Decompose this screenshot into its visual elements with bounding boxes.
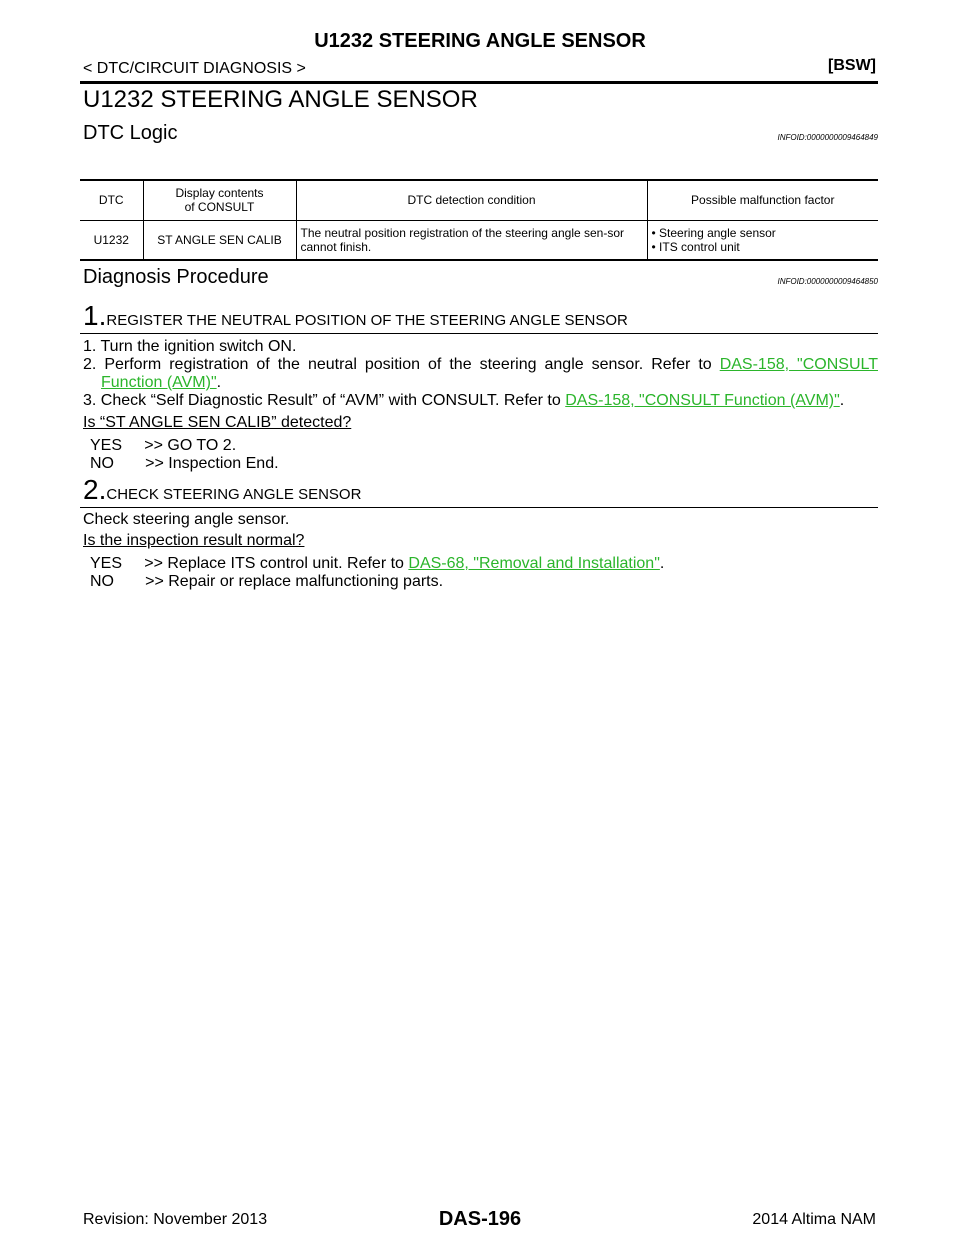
step-1-item-3: 3. Check “Self Diagnostic Result” of “AV… (83, 392, 845, 409)
dtc-table-header-row: DTC Display contents of CONSULT DTC dete… (80, 180, 878, 220)
step-1-item-1: 1. Turn the ignition switch ON. (83, 338, 297, 355)
col-header-factor: Possible malfunction factor (646, 180, 878, 220)
cell-factors: Steering angle sensor ITS control unit (646, 220, 878, 260)
section-title: U1232 STEERING ANGLE SENSOR (83, 86, 478, 113)
link-das-158-consult[interactable]: DAS-158, "CONSULT (719, 356, 878, 373)
step-1-number: 1. (83, 300, 107, 331)
step-1-rule (80, 333, 878, 334)
dtc-logic-heading: DTC Logic (83, 122, 178, 144)
page-number: DAS-196 (438, 1208, 522, 1230)
cell-dtc: U1232 (93, 232, 129, 247)
factor-list: Steering angle sensor ITS control unit (652, 226, 875, 254)
step-1-item-2-text: 2. Perform registration of the neutral p… (83, 356, 712, 373)
cell-display: ST ANGLE SEN CALIB (142, 220, 296, 260)
step-1-item-3-text: 3. Check “Self Diagnostic Result” of “AV… (83, 392, 561, 409)
step-1-heading: 1.REGISTER THE NEUTRAL POSITION OF THE S… (83, 300, 628, 332)
cell-condition: The neutral position registration of the… (295, 220, 647, 260)
step-2-number: 2. (83, 474, 107, 505)
step-1-item-2-cont: Function (AVM)". (101, 374, 222, 391)
step-2-text: Check steering angle sensor. (83, 511, 290, 528)
link-function-avm[interactable]: Function (AVM)" (101, 374, 217, 391)
table-row: U1232 ST ANGLE SEN CALIB The neutral pos… (80, 220, 878, 260)
step-1-title: REGISTER THE NEUTRAL POSITION OF THE STE… (106, 312, 628, 329)
breadcrumb: < DTC/CIRCUIT DIAGNOSIS > (83, 60, 306, 77)
step-1-item-2: 2. Perform registration of the neutral p… (83, 356, 878, 374)
link-das-68-removal[interactable]: DAS-68, "Removal and Installation" (408, 555, 660, 572)
step-1-answer-no: NO >> Inspection End. (90, 455, 279, 472)
dtc-logic-infoid: INFOID:0000000009464849 (777, 133, 878, 142)
diagnosis-heading: Diagnosis Procedure (83, 266, 269, 288)
col-header-dtc: DTC (98, 193, 124, 208)
step-2-answer-yes: YES >> Replace ITS control unit. Refer t… (90, 555, 665, 572)
step-2-heading: 2.CHECK STEERING ANGLE SENSOR (83, 474, 361, 506)
step-2-question: Is the inspection result normal? (83, 532, 305, 549)
model-code-tag: [BSW] (828, 57, 876, 74)
step-2-rule (80, 507, 878, 508)
header-rule (80, 81, 878, 84)
list-item: ITS control unit (652, 240, 875, 254)
page-header-title: U1232 STEERING ANGLE SENSOR (314, 30, 646, 52)
step-2-answer-yes-text: YES >> Replace ITS control unit. Refer t… (90, 555, 404, 572)
footer-model: 2014 Altima NAM (752, 1211, 876, 1228)
col-header-condition: DTC detection condition (295, 180, 647, 220)
col-header-display: Display contents of CONSULT (142, 180, 296, 220)
link-das-158-consult-avm[interactable]: DAS-158, "CONSULT Function (AVM)" (565, 392, 840, 409)
step-1-question: Is “ST ANGLE SEN CALIB” detected? (83, 414, 352, 431)
footer-revision: Revision: November 2013 (83, 1211, 268, 1228)
step-1-answer-yes: YES >> GO TO 2. (90, 437, 237, 454)
dtc-table: DTC Display contents of CONSULT DTC dete… (80, 179, 878, 261)
step-2-title: CHECK STEERING ANGLE SENSOR (106, 486, 362, 503)
step-2-answer-no: NO >> Repair or replace malfunctioning p… (90, 573, 444, 590)
list-item: Steering angle sensor (652, 226, 875, 240)
diagnosis-infoid: INFOID:0000000009464850 (777, 277, 878, 286)
